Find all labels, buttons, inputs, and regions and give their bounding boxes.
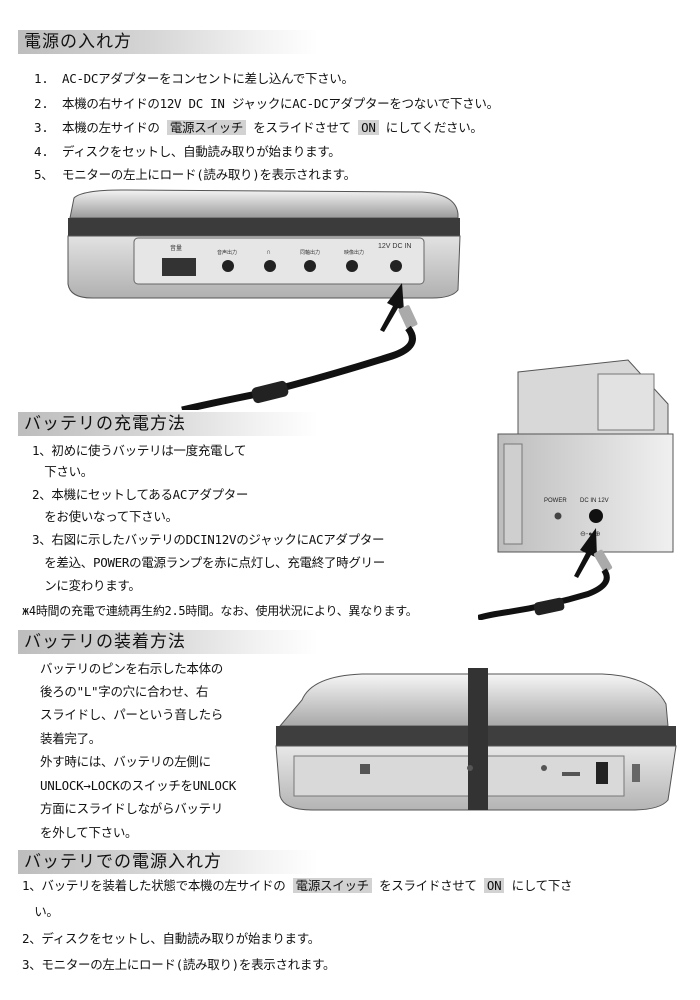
strap bbox=[468, 668, 488, 810]
section-heading-power-on: 電源の入れ方 bbox=[18, 30, 318, 54]
step-4: 4.ディスクをセットし、自動読み取りが始まります。 bbox=[34, 144, 341, 159]
battery-power-line-1: 1、バッテリを装着した状態で本機の左サイドの 電源スイッチ をスライドさせて O… bbox=[22, 878, 573, 893]
battery-charging-figure: POWER DC IN 12V ⊖-●-⊕ bbox=[478, 359, 674, 620]
install-line-1: バッテリのピンを右示した本体の bbox=[40, 661, 224, 676]
arrow-icon bbox=[574, 528, 597, 578]
section-heading-battery-install: バッテリの装着方法 bbox=[18, 630, 318, 654]
install-line-3: スライドし、パーという音したら bbox=[40, 707, 224, 722]
step-3: 3.本機の左サイドの 電源スイッチ をスライドさせて ON にしてください。 bbox=[34, 120, 483, 135]
step-2: 2.本機の右サイドの12V DC IN ジャックにAC-DCアダプターをつないで… bbox=[34, 96, 499, 111]
charge-note: ж4時間の充電で連続再生約2.5時間。なお、使用状況により、異なります。 bbox=[22, 604, 418, 618]
video-out-label: 映像出力 bbox=[344, 249, 364, 256]
battery-connector bbox=[596, 762, 608, 784]
headphone-icon: ∩ bbox=[266, 249, 271, 256]
power-lamp bbox=[554, 512, 562, 520]
svg-text:⊖-●-⊕: ⊖-●-⊕ bbox=[580, 531, 601, 538]
charge-line-1: 1、初めに使うバッテリは一度充電して bbox=[32, 443, 247, 458]
section-heading-battery-charging: バッテリの充電方法 bbox=[18, 412, 318, 436]
install-line-6: UNLOCK→LOCKのスイッチをUNLOCK bbox=[40, 778, 237, 793]
step-5: 5、モニターの左上にロード(読み取り)を表示されます。 bbox=[34, 167, 356, 182]
ferrite-core bbox=[251, 380, 289, 404]
install-line-5: 外す時には、バッテリの左側に bbox=[40, 754, 211, 769]
battery-power-line-1b: い。 bbox=[22, 904, 59, 919]
power-switch-highlight: 電源スイッチ bbox=[166, 120, 247, 135]
step-1: 1.AC-DCアダプターをコンセントに差し込んで下さい。 bbox=[34, 71, 354, 86]
on-highlight: ON bbox=[483, 878, 505, 893]
power-label: POWER bbox=[544, 498, 567, 504]
dc-in-12v-label: DC IN 12V bbox=[580, 498, 609, 504]
charge-line-4: をお使いなって下さい。 bbox=[32, 509, 178, 524]
battery-power-line-3: 3、モニターの左上にロード(読み取り)を表示されます。 bbox=[22, 957, 336, 972]
dc-in-label: 12V DC IN bbox=[378, 243, 411, 250]
install-line-4: 装着完了。 bbox=[40, 731, 102, 746]
charge-line-7: ンに変わります。 bbox=[32, 578, 141, 593]
arrow-icon bbox=[380, 283, 404, 332]
charge-line-6: を差込、POWERの電源ランプを赤に点灯し、充電終了時グリー bbox=[32, 555, 385, 570]
volume-label: 音量 bbox=[170, 244, 182, 252]
coaxial-label: 同軸出力 bbox=[300, 249, 320, 256]
section-heading-battery-power-on: バッテリでの電源入れ方 bbox=[18, 850, 318, 874]
battery-power-line-2: 2、ディスクをセットし、自動読み取りが始まります。 bbox=[22, 931, 320, 946]
charge-line-3: 2、本機にセットしてあるACアダプター bbox=[32, 487, 249, 502]
install-line-8: を外して下さい。 bbox=[40, 825, 138, 840]
audio-out-label: 音声出力 bbox=[217, 249, 237, 256]
on-highlight: ON bbox=[358, 120, 379, 135]
battery-install-figure bbox=[275, 668, 677, 811]
install-line-2: 後ろの"L"字の穴に合わせ、右 bbox=[40, 684, 209, 699]
power-switch-highlight: 電源スイッチ bbox=[292, 878, 372, 893]
charge-line-2: 下さい。 bbox=[32, 464, 94, 479]
install-line-7: 方面にスライドしながらバッテリ bbox=[40, 801, 224, 816]
player-side-jacks-figure: 音量 音声出力 ∩ 同軸出力 映像出力 12V DC IN bbox=[67, 189, 461, 410]
charge-line-5: 3、右図に示したバッテリのDCIN12VのジャックにACアダプター bbox=[32, 532, 385, 547]
